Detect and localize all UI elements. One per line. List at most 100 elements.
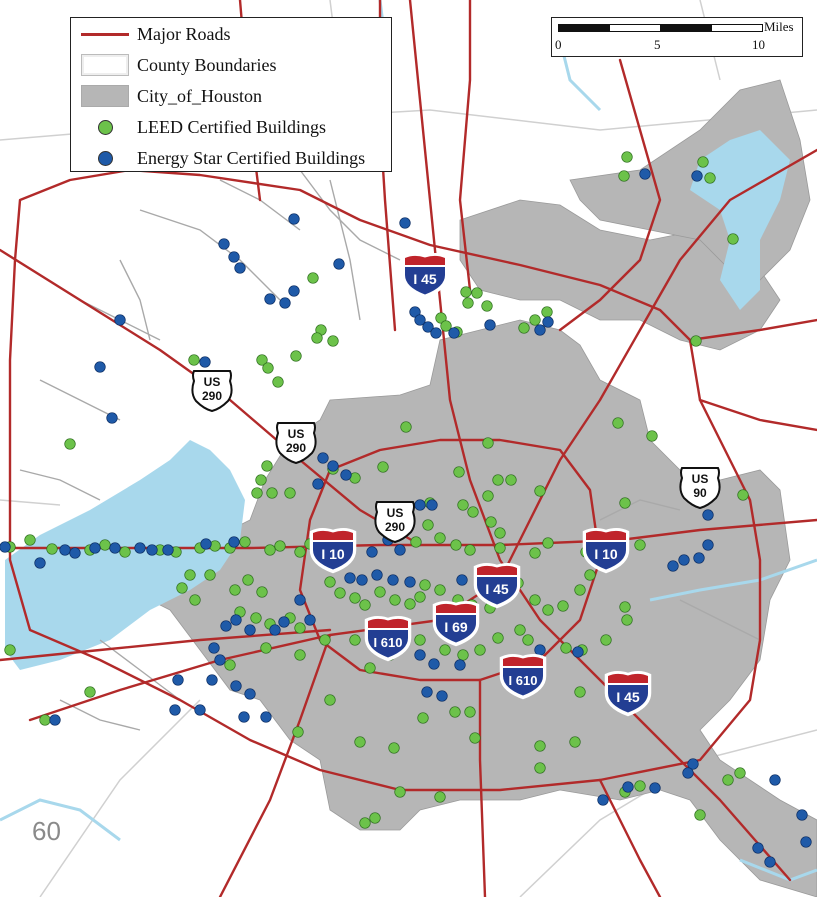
leed-building-point — [39, 714, 51, 726]
leed-building-point — [481, 300, 493, 312]
leed-building-point — [492, 474, 504, 486]
energy-star-building-point — [304, 614, 316, 626]
energy-star-building-point — [691, 170, 703, 182]
leed-building-point — [188, 354, 200, 366]
energy-star-building-point — [199, 356, 211, 368]
scale-unit: Miles — [764, 19, 794, 34]
shield-prefix: US — [387, 506, 404, 520]
leed-building-point — [541, 306, 553, 318]
energy-star-building-point — [218, 238, 230, 250]
leed-building-point — [354, 736, 366, 748]
scale-segment-4 — [711, 24, 763, 32]
leed-building-point — [324, 576, 336, 588]
shield-label: I 45 — [616, 689, 640, 705]
leed-building-point — [400, 421, 412, 433]
leed-building-point — [464, 706, 476, 718]
legend-label-leed: LEED Certified Buildings — [137, 117, 326, 137]
leed-building-point — [434, 584, 446, 596]
energy-star-building-point — [146, 544, 158, 556]
leed-building-point — [364, 662, 376, 674]
energy-star-building-point — [234, 262, 246, 274]
leed-building-point — [189, 594, 201, 606]
leed-building-point — [482, 437, 494, 449]
energy-star-building-point — [542, 316, 554, 328]
leed-building-point — [434, 791, 446, 803]
leed-building-point — [462, 297, 474, 309]
leed-building-point — [557, 600, 569, 612]
leed-building-point — [359, 599, 371, 611]
leed-building-point — [569, 736, 581, 748]
leed-building-point — [737, 489, 749, 501]
leed-building-point — [474, 644, 486, 656]
energy-star-building-point — [312, 478, 324, 490]
energy-star-building-point — [426, 499, 438, 511]
leed-building-point — [242, 574, 254, 586]
leed-building-point — [542, 604, 554, 616]
energy-star-building-point — [769, 774, 781, 786]
energy-star-building-point — [208, 642, 220, 654]
leed-building-point — [284, 487, 296, 499]
leed-building-point — [439, 644, 451, 656]
energy-star-building-point — [448, 327, 460, 339]
leed-building-point — [272, 376, 284, 388]
leed-building-point — [722, 774, 734, 786]
energy-star-building-point — [422, 321, 434, 333]
energy-star-building-point — [597, 794, 609, 806]
leed-building-point — [618, 170, 630, 182]
energy-star-building-point — [667, 560, 679, 572]
leed-building-point — [394, 786, 406, 798]
energy-star-building-point — [687, 758, 699, 770]
leed-building-point — [334, 587, 346, 599]
scale-tick-10: 10 — [752, 37, 765, 52]
scale-tick-0: 0 — [555, 37, 562, 52]
energy-star-building-point — [162, 544, 174, 556]
shield-label: I 10 — [321, 546, 345, 562]
energy-star-building-point — [260, 711, 272, 723]
energy-star-building-point — [59, 544, 71, 556]
energy-star-building-point — [454, 659, 466, 671]
energy-star-building-point — [288, 213, 300, 225]
leed-building-point — [260, 642, 272, 654]
leed-building-point — [294, 622, 306, 634]
leed-building-point — [264, 544, 276, 556]
energy-star-building-point — [69, 547, 81, 559]
leed-building-point — [469, 732, 481, 744]
energy-star-building-point — [244, 624, 256, 636]
leed-building-point — [440, 320, 452, 332]
leed-building-point — [619, 497, 631, 509]
leed-building-point — [256, 354, 268, 366]
energy-star-building-point — [114, 314, 126, 326]
shield-label: I 610 — [374, 635, 403, 650]
road-line-icon — [81, 32, 129, 36]
leed-building-point — [485, 516, 497, 528]
energy-star-building-point — [622, 781, 634, 793]
energy-star-building-point — [269, 624, 281, 636]
leed-building-point — [522, 634, 534, 646]
legend-label-county: County Boundaries — [137, 55, 277, 75]
leed-building-point — [529, 314, 541, 326]
leed-building-point — [457, 499, 469, 511]
leed-building-point — [634, 539, 646, 551]
leed-building-point — [612, 417, 624, 429]
leed-building-point — [534, 762, 546, 774]
energy-star-building-point — [682, 767, 694, 779]
leed-building-point — [389, 594, 401, 606]
leed-building-point — [529, 547, 541, 559]
leed-building-point — [434, 532, 446, 544]
energy-star-building-point — [572, 646, 584, 658]
energy-star-building-point — [244, 688, 256, 700]
leed-building-point — [574, 686, 586, 698]
map-legend: Major Roads County Boundaries City_of_Ho… — [70, 17, 392, 172]
energy-star-building-point — [344, 572, 356, 584]
leed-building-point — [359, 817, 371, 829]
energy-star-building-point — [89, 542, 101, 554]
leed-building-point — [262, 362, 274, 374]
energy-star-building-point — [387, 574, 399, 586]
energy-star-building-point — [206, 674, 218, 686]
shield-label: I 10 — [594, 546, 618, 562]
energy-star-building-point — [49, 714, 61, 726]
energy-star-building-point — [264, 293, 276, 305]
shield-i610-west-icon: I 610 — [364, 616, 412, 662]
leed-building-point — [690, 335, 702, 347]
